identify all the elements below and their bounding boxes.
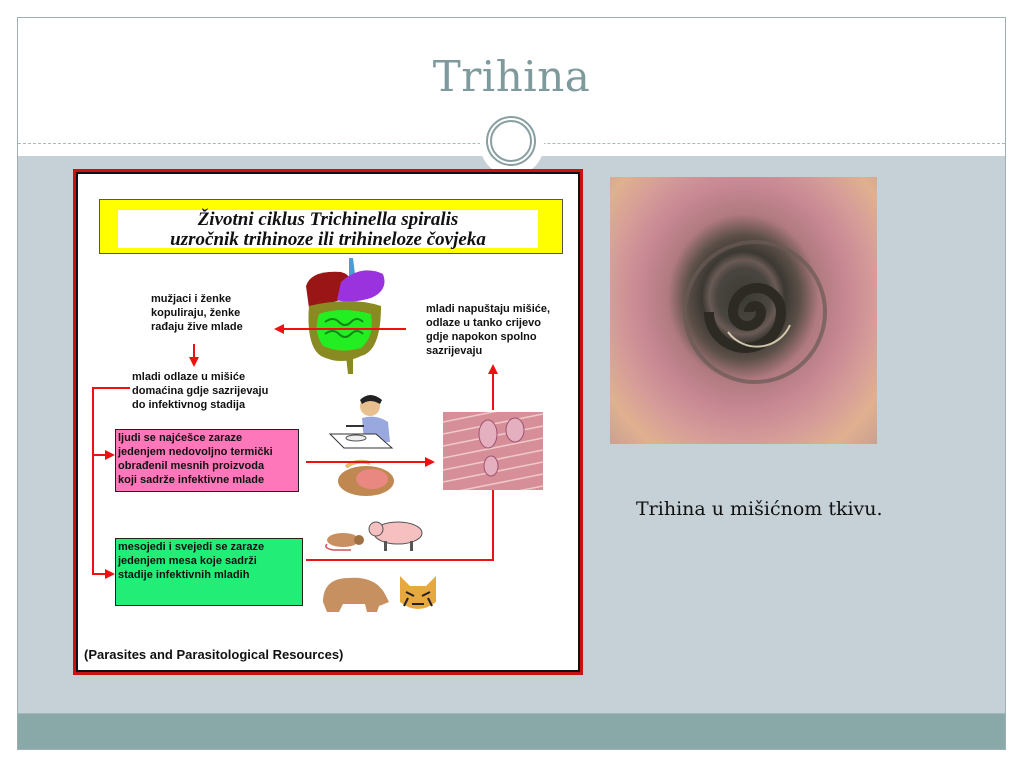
muscle-tissue-micrograph: [443, 412, 543, 490]
arrow-to-animals-box: [105, 569, 115, 579]
text-muscles: mladi odlaze u mišiće domaćina gdje sazr…: [132, 371, 269, 411]
rat-icon: [325, 533, 364, 551]
diagram-credit: (Parasites and Parasitological Resources…: [84, 647, 344, 662]
bracket-vertical: [92, 387, 94, 575]
diagram-title-line1: Životni ciklus Trichinella spiralis: [197, 209, 459, 230]
box-animals: mesojedi i svejedi se zaraze jedenjem me…: [115, 538, 303, 606]
arrow-food-to-muscle: [306, 461, 426, 463]
man-eating-icon: [328, 395, 394, 449]
diagram-title-box: Životni ciklus Trichinella spiralis uzro…: [99, 199, 563, 254]
arrow-to-humans-box: [105, 450, 115, 460]
footer-band: [18, 713, 1005, 749]
larva-spiral-icon: [683, 240, 827, 384]
ham-meat-icon: [338, 459, 394, 496]
life-cycle-diagram: Životni ciklus Trichinella spiralis uzro…: [73, 169, 583, 675]
bracket-top: [92, 387, 130, 389]
digestive-system-icon: [306, 258, 385, 374]
ring-ornament-inner: [490, 120, 532, 162]
text-mating: mužjaci i ženke kopuliraju, ženke rađaju…: [151, 293, 243, 333]
arrow-mating-down: [193, 344, 195, 359]
arrow-intestine-to-mating: [281, 328, 406, 330]
diagram-title-line2: uzročnik trihinoze ili trihineloze čovje…: [170, 229, 486, 250]
slide: Trihina Životni ciklus Trichinella spira…: [17, 17, 1006, 750]
pig-icon: [368, 521, 423, 551]
bear-icon: [323, 577, 389, 612]
trichinella-micrograph: [610, 177, 877, 444]
arrow-muscle-up: [492, 372, 494, 410]
text-intestine: mladi napuštaju mišiće, odlaze u tanko c…: [426, 303, 551, 357]
lynx-icon: [400, 576, 436, 609]
photo-caption: Trihina u mišićnom tkivu.: [636, 498, 883, 520]
arrow-animals-up: [492, 490, 494, 560]
arrow-animals-line: [306, 559, 494, 561]
slide-title: Trihina: [432, 52, 591, 101]
box-humans: ljudi se najćešce zaraze jedenjem nedovo…: [115, 429, 299, 492]
